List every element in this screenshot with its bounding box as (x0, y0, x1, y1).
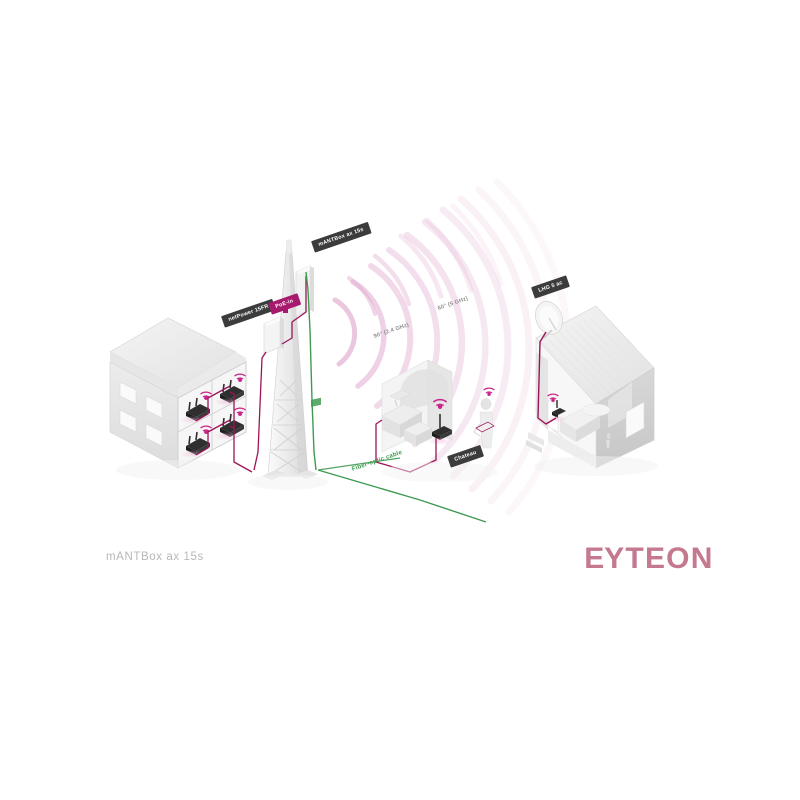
brand-logo-mark: Ǝ (583, 542, 605, 575)
tower-cabling (253, 271, 317, 471)
right-house (526, 301, 655, 469)
office-person (473, 387, 495, 449)
brand-logo-text: YTEON (604, 542, 714, 575)
apartment-routers (180, 373, 246, 458)
lhg-dish-antenna (534, 301, 564, 339)
office-scene (375, 359, 495, 473)
apartment-building (109, 317, 253, 473)
communication-tower (253, 239, 321, 480)
brand-logo: ƎYTEON (583, 542, 714, 576)
apartment-ethernet-cabling (195, 385, 253, 473)
ground-shadows (116, 456, 658, 490)
chateau-router (427, 398, 453, 445)
page-title: mANTBox ax 15s (106, 551, 204, 563)
fiber-optic-run (317, 457, 487, 523)
poe-in-port (283, 309, 288, 313)
mantbox-antenna (295, 265, 314, 317)
